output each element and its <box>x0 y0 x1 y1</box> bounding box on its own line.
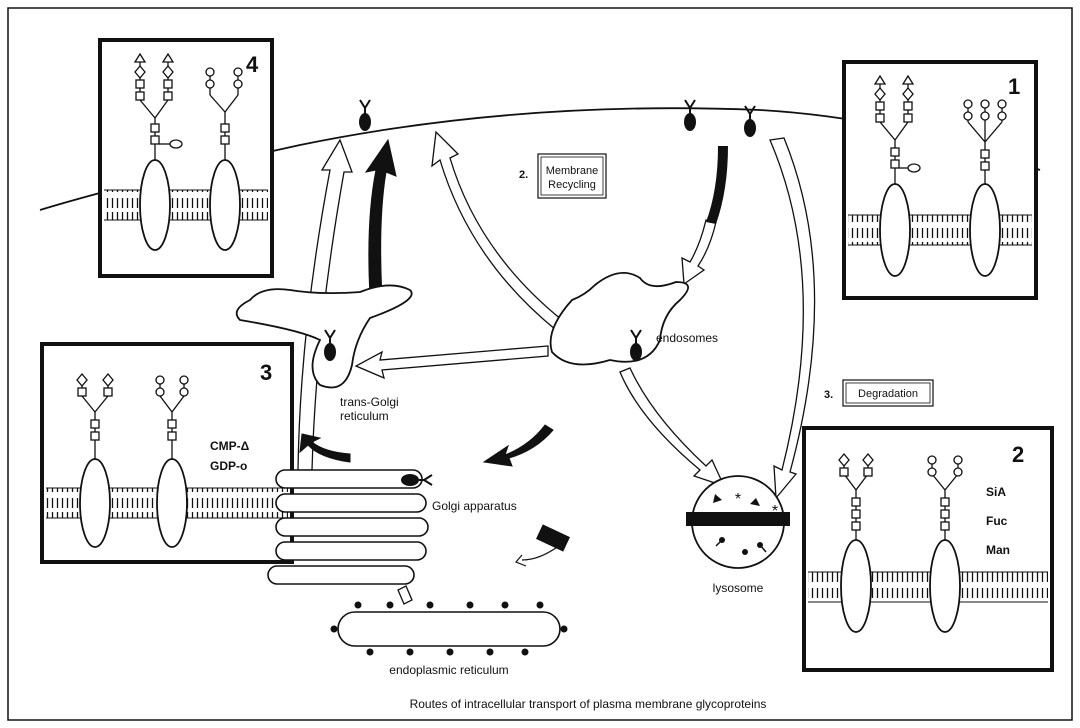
svg-text:*: * <box>772 503 778 520</box>
figure-caption: Routes of intracellular transport of pla… <box>410 697 767 711</box>
transport-vesicle <box>516 524 570 566</box>
endosome-to-golgi-black-arrow <box>484 425 553 466</box>
panel-2: 2 SiA Fuc Man <box>804 428 1052 670</box>
golgi-apparatus <box>268 470 428 584</box>
trans-golgi-label-1: trans-Golgi <box>340 395 399 409</box>
endocytosis-arrow <box>682 220 716 284</box>
recycling-line2: Recycling <box>548 179 596 191</box>
cmp-label: CMP-Δ <box>210 439 250 453</box>
endosome-to-lysosome-arrow <box>620 368 724 486</box>
er-label: endoplasmic reticulum <box>389 663 508 677</box>
panel-4: 4 <box>100 40 272 276</box>
lysosome: * * <box>686 476 790 568</box>
degradation-label: 3. Degradation <box>824 380 933 406</box>
endoplasmic-reticulum <box>331 602 568 656</box>
panel-1: 1 <box>844 62 1036 298</box>
panel-2-number: 2 <box>1012 442 1024 467</box>
sugar-fuc: Fuc <box>986 514 1008 528</box>
svg-text:*: * <box>735 491 741 508</box>
degradation-text: Degradation <box>858 388 918 400</box>
panel-4-number: 4 <box>246 52 259 77</box>
sugar-man: Man <box>986 543 1010 557</box>
trans-golgi-label-2: reticulum <box>340 409 389 423</box>
membrane-recycling-label: 2. Membrane Recycling <box>519 154 606 198</box>
trans-golgi-to-membrane-arrow <box>366 140 396 296</box>
er-to-golgi-arrow <box>398 586 412 604</box>
sugar-sia: SiA <box>986 485 1006 499</box>
surface-receptor <box>684 100 696 131</box>
surface-receptor <box>359 100 371 131</box>
panel-1-number: 1 <box>1008 74 1020 99</box>
gdp-label: GDP-ο <box>210 459 247 473</box>
recycling-line1: Membrane <box>546 165 599 177</box>
endocytosis-arrow-dark <box>706 146 728 224</box>
recycling-number: 2. <box>519 169 528 181</box>
panel-3-number: 3 <box>260 360 272 385</box>
panel-3: 3 CMP-Δ GDP-ο <box>42 344 292 562</box>
endosomes-label: endosomes <box>656 331 718 345</box>
endosome-to-golgi-arrow <box>356 346 548 378</box>
degradation-number: 3. <box>824 389 833 401</box>
endosome <box>551 273 689 365</box>
golgi-apparatus-label: Golgi apparatus <box>432 499 517 513</box>
lysosome-label: lysosome <box>713 581 764 595</box>
